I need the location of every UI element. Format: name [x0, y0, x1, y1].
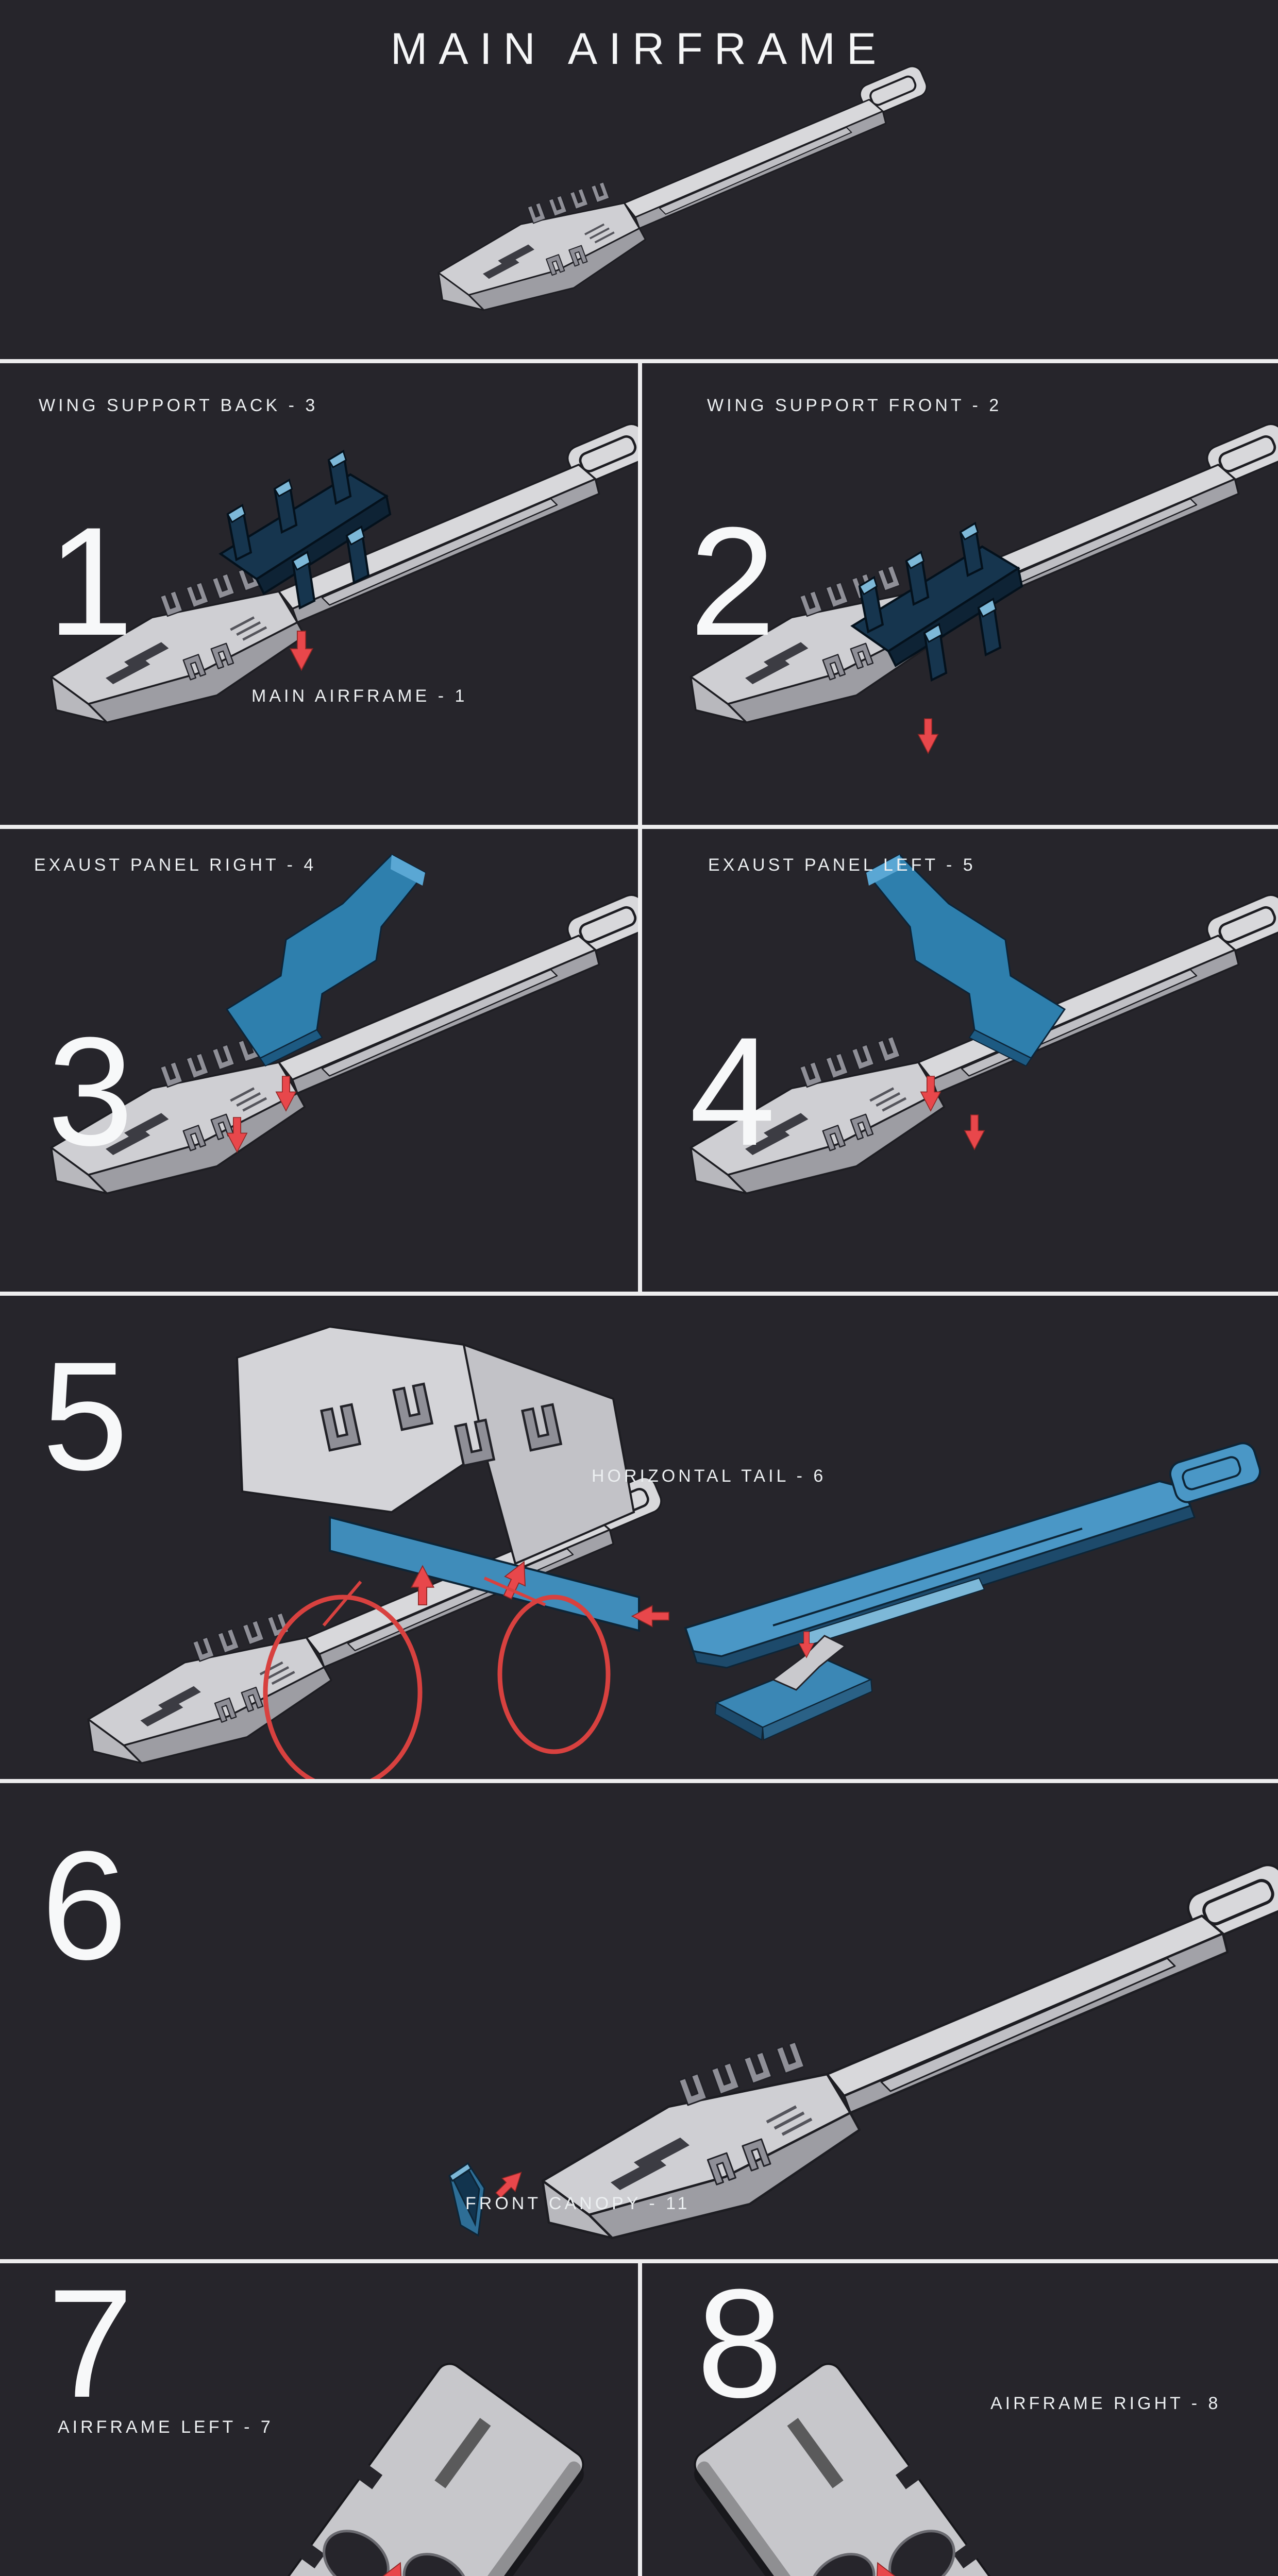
step-1-base-label: MAIN AIRFRAME - 1 — [251, 686, 468, 706]
step-3-part-label: EXAUST PANEL RIGHT - 4 — [34, 855, 317, 875]
divider — [638, 2263, 642, 2576]
step-5-diagram — [0, 1325, 1261, 1779]
step-5-panel — [0, 1296, 1278, 1779]
divider — [638, 363, 642, 825]
front-canopy-part — [448, 2162, 485, 2237]
step-4-number: 4 — [690, 1005, 778, 1178]
airframe-left-and-side-left-parts — [211, 2358, 594, 2576]
page-title: MAIN AIRFRAME — [390, 24, 888, 74]
step-6-panel — [0, 1783, 1278, 2259]
zoom-inset — [236, 1325, 640, 1632]
step-1-part-label: WING SUPPORT BACK - 3 — [39, 396, 318, 415]
step-7-panel — [0, 2263, 638, 2576]
step-5-number: 5 — [42, 1329, 130, 1502]
red-arrow-icon — [918, 718, 938, 754]
step-2-panel — [642, 363, 1278, 825]
step-1-number: 1 — [47, 495, 136, 668]
step-2-part-label: WING SUPPORT FRONT - 2 — [707, 396, 1002, 415]
step-8-number: 8 — [697, 2257, 785, 2430]
divider — [638, 829, 642, 1292]
divider — [0, 825, 1278, 829]
step-6-number: 6 — [41, 1819, 129, 1992]
exaust-panel-left-part — [865, 854, 1066, 1067]
step-4-part-label: EXAUST PANEL LEFT - 5 — [708, 855, 976, 875]
divider — [0, 359, 1278, 363]
step-7-number: 7 — [47, 2257, 136, 2430]
attachment-circle — [263, 1595, 423, 1779]
red-arrow-icon — [964, 1114, 985, 1150]
step-2-number: 2 — [690, 495, 778, 668]
horizontal-tail-part — [684, 1442, 1261, 1669]
step-3-panel — [0, 829, 638, 1292]
step-4-panel — [642, 829, 1278, 1292]
step-8-panel — [642, 2263, 1278, 2576]
divider — [0, 1779, 1278, 1783]
step-5-part-label: HORIZONTAL TAIL - 6 — [592, 1466, 827, 1486]
assembled-airframe-render — [439, 63, 930, 310]
tail-base-part — [714, 1631, 873, 1741]
hero-panel — [0, 0, 1278, 359]
step-6-diagram — [448, 1783, 1278, 2259]
step-8-part-label: AIRFRAME RIGHT - 8 — [990, 2394, 1221, 2413]
airframe-assembly — [543, 1860, 1278, 2238]
divider — [0, 2259, 1278, 2263]
divider — [0, 1292, 1278, 1296]
step-6-part-label: FRONT CANOPY - 11 — [465, 2194, 691, 2213]
step-1-panel — [0, 363, 638, 825]
step-3-number: 3 — [47, 1005, 136, 1178]
attachment-circle — [497, 1595, 611, 1754]
step-7-part-label: AIRFRAME LEFT - 7 — [58, 2417, 274, 2437]
